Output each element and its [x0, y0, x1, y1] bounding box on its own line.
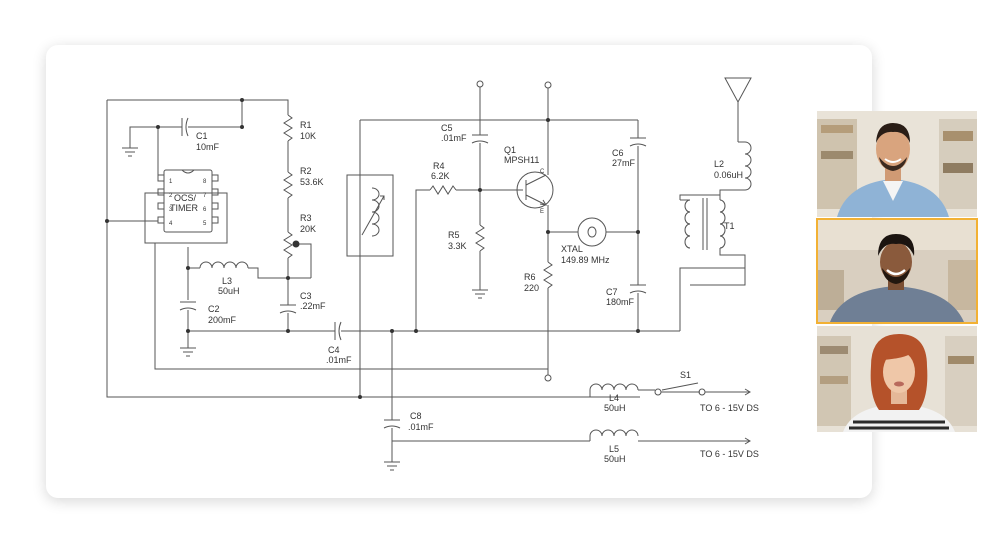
c7-name: C7: [606, 287, 618, 297]
ic-pin-8: 8: [203, 179, 207, 185]
l5-name: L5: [609, 444, 619, 454]
ic-pin-1: 1: [169, 179, 173, 185]
c6-value: 27mF: [612, 158, 636, 168]
r1: [283, 114, 293, 142]
xtal-name: XTAL: [561, 244, 583, 254]
l4-value: 50uH: [604, 403, 626, 413]
ic-pin-5: 5: [203, 221, 207, 227]
xtal-crystal: [577, 217, 607, 247]
r3: [283, 231, 293, 259]
c3-name: C3: [300, 291, 312, 301]
l2-name: L2: [714, 159, 724, 169]
t1-name: T1: [724, 221, 735, 231]
c4-name: C4: [328, 345, 340, 355]
l5-coil: [589, 429, 639, 437]
c6-name: C6: [612, 148, 624, 158]
wire-top: [107, 99, 289, 115]
wire-c1: [129, 126, 182, 148]
r4-name: R4: [433, 161, 445, 171]
c4-value: .01mF: [326, 355, 352, 365]
tuning-coil-box: [346, 174, 394, 257]
s1-name: S1: [680, 370, 691, 380]
r1-name: R1: [300, 120, 312, 130]
r5-value: 3.3K: [448, 241, 467, 251]
r6-name: R6: [524, 272, 536, 282]
l3-name: L3: [222, 276, 232, 286]
antenna-symbol: [724, 77, 752, 104]
r6-value: 220: [524, 283, 539, 293]
l4-coil: [589, 383, 639, 391]
r3-value: 20K: [300, 224, 316, 234]
l3-value: 50uH: [218, 286, 240, 296]
c8-name: C8: [410, 411, 422, 421]
ic-pin-6: 6: [203, 207, 207, 213]
l2-value: 0.06uH: [714, 170, 743, 180]
r1-value: 10K: [300, 131, 316, 141]
output-label-1: TO 6 - 15V DS: [700, 403, 759, 413]
video-tile-participant-1[interactable]: [817, 111, 977, 217]
r2-value: 53.6K: [300, 177, 324, 187]
r4: [429, 185, 457, 195]
c5-value: .01mF: [441, 133, 467, 143]
wire-left-bottom: [106, 100, 640, 398]
c2-value: 200mF: [208, 315, 237, 325]
xtal-value: 149.89 MHz: [561, 255, 610, 265]
q1-name: Q1: [504, 145, 516, 155]
c8-value: .01mF: [408, 422, 434, 432]
ic-pin-7: 7: [203, 193, 207, 199]
ic-label-2: TIMER: [170, 203, 198, 213]
q1-transistor: [516, 171, 554, 209]
r3-name: R3: [300, 213, 312, 223]
q1-emitter-label: E: [540, 209, 544, 215]
q1-value: MPSH11: [504, 155, 539, 165]
c5-name: C5: [441, 123, 453, 133]
r2-name: R2: [300, 166, 312, 176]
ic-label-1: OCS/: [174, 193, 197, 203]
c7-value: 180mF: [606, 297, 635, 307]
c1-name: C1: [196, 131, 208, 141]
c1-value: 10mF: [196, 142, 220, 152]
ic-pin-2: 2: [169, 193, 173, 199]
ic-pin-3: 3: [169, 207, 173, 213]
r4-value: 6.2K: [431, 171, 450, 181]
output-label-2: TO 6 - 15V DS: [700, 449, 759, 459]
video-tile-participant-3[interactable]: [817, 326, 977, 432]
ic-outline: [144, 192, 228, 244]
l3-coil: [199, 261, 249, 269]
r5-name: R5: [448, 230, 460, 240]
c2-name: C2: [208, 304, 220, 314]
ic-pin-4: 4: [169, 221, 173, 227]
l4-name: L4: [609, 393, 619, 403]
ic-body: [163, 169, 213, 233]
video-tile-participant-2[interactable]: [816, 218, 978, 324]
l5-value: 50uH: [604, 454, 626, 464]
c3-value: .22mF: [300, 301, 326, 311]
r2: [283, 171, 293, 199]
q1-collector-label: C: [540, 169, 545, 175]
